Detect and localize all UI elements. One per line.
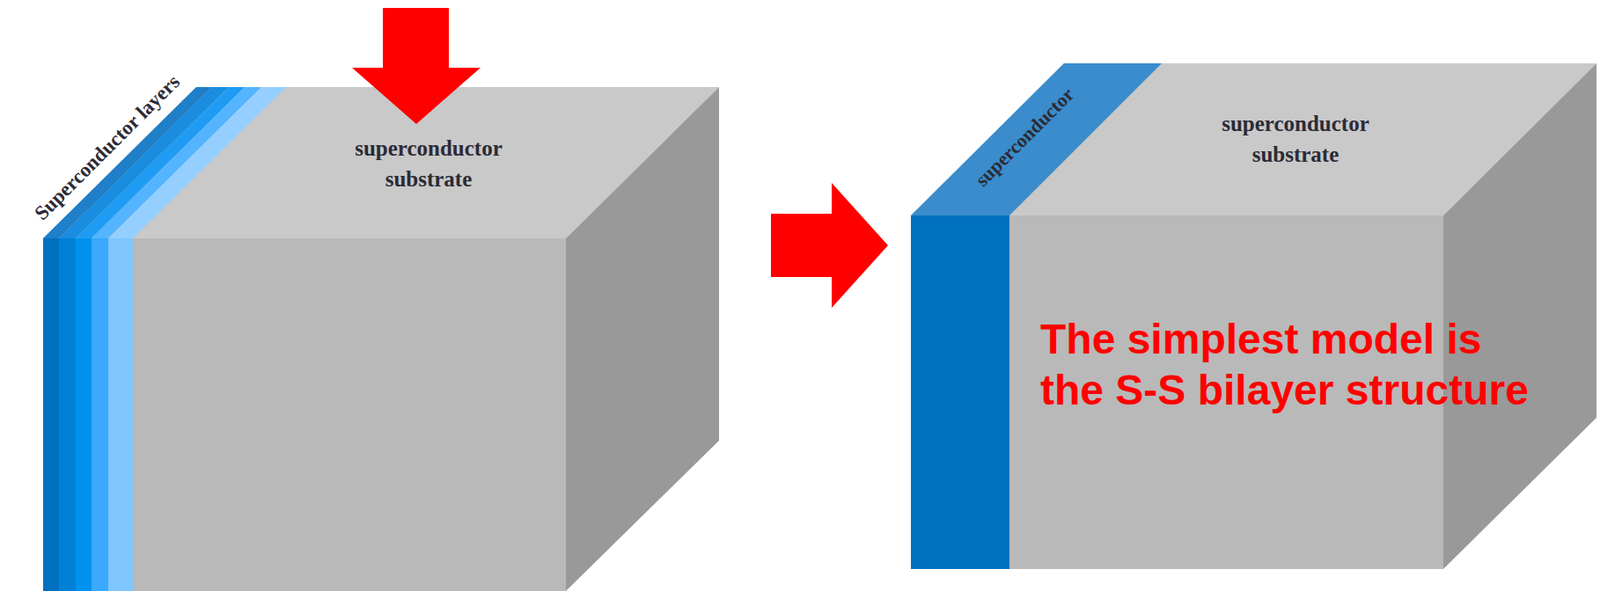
stack-label: Superconductor layers (17, 52, 203, 247)
superconductor-layer (910, 215, 1010, 570)
layer-stripe (75, 238, 93, 591)
note-text: The simplest model is the S-S bilayer st… (1040, 314, 1542, 416)
layer-stripe (91, 238, 110, 591)
front-face (43, 238, 566, 591)
down-arrow (352, 7, 481, 125)
layer-stripe-top (91, 87, 262, 239)
substrate-block: superconductor substrate (43, 87, 720, 591)
side-face (565, 87, 720, 591)
layer-stripe (43, 238, 60, 591)
node-label: superconductor substrate (1203, 108, 1388, 170)
layer-stripe (108, 238, 133, 591)
block-arrow (770, 183, 889, 309)
node-label: superconductor (969, 81, 1081, 193)
layer-stripe (58, 238, 77, 591)
node-label: superconductor substrate (336, 132, 522, 195)
superconductor-layer-top (910, 63, 1162, 216)
node-label: Superconductor layers (28, 68, 187, 228)
